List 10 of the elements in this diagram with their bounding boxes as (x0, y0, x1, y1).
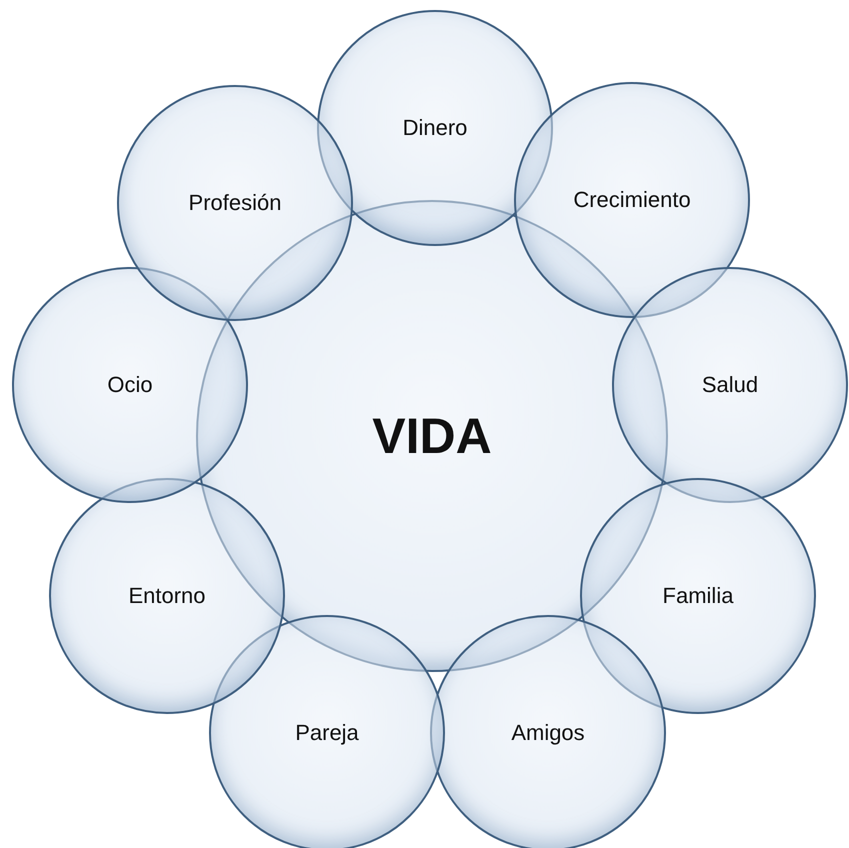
circle-label: VIDA (372, 407, 492, 465)
circle-label: Dinero (402, 115, 468, 141)
circle-label: Crecimiento (573, 187, 691, 213)
circle-label: Pareja (295, 720, 359, 746)
circle-label: Familia (662, 583, 734, 609)
circle-label: Amigos (511, 720, 585, 746)
circle-label: Ocio (107, 372, 153, 398)
circle-label: Profesión (188, 190, 282, 216)
circle-label: Entorno (128, 583, 206, 609)
circle-label: Salud (702, 372, 758, 398)
